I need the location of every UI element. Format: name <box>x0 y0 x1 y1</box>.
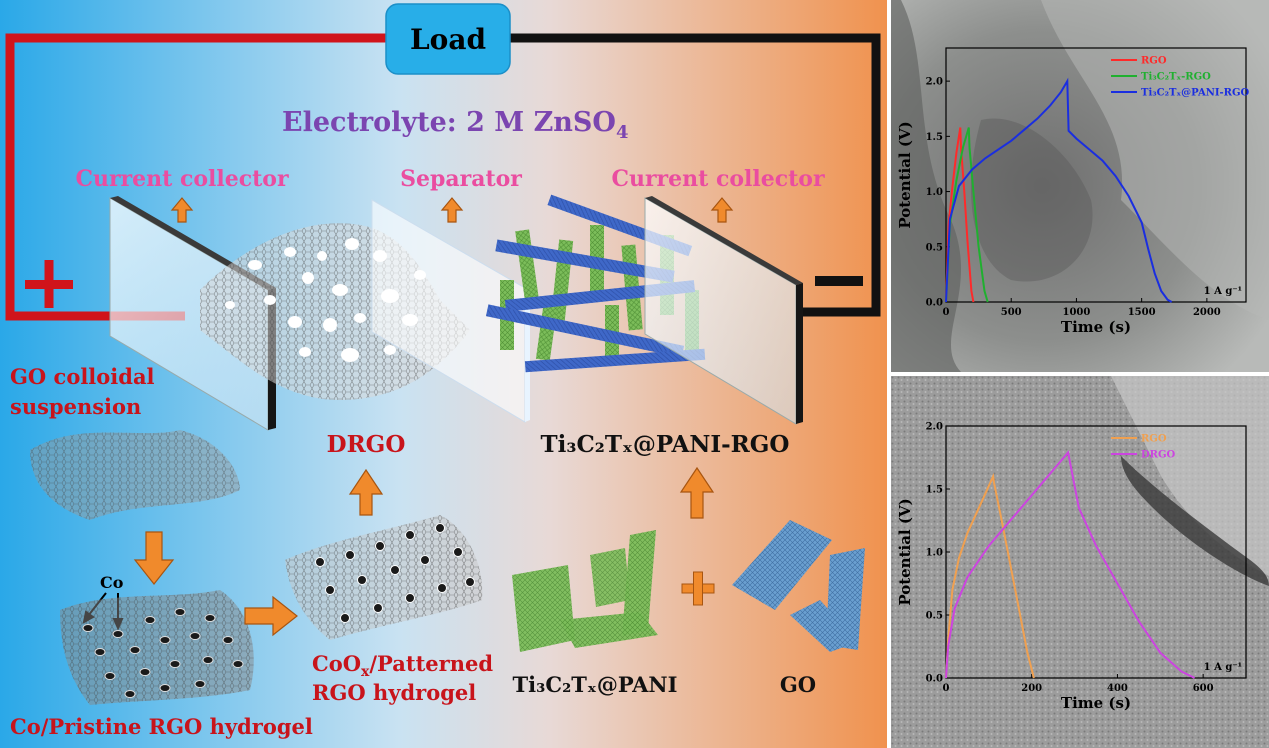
y-tick-label: 0.0 <box>926 298 943 309</box>
co-pristine-rgo-sheet <box>60 590 254 705</box>
composite-label: Ti₃C₂Tₓ@PANI-RGO <box>541 431 790 458</box>
y-axis-label: Potential (V) <box>896 121 914 228</box>
y-tick-label: 0.5 <box>926 611 943 622</box>
right-current-collector <box>644 196 803 425</box>
go-colloid-sheet <box>30 430 240 520</box>
y-tick-label: 2.0 <box>926 77 943 88</box>
legend-label: Ti₃C₂Tₓ-RGO <box>1141 72 1211 83</box>
current-density-annotation: 1 A g⁻¹ <box>1204 286 1242 297</box>
x-tick-label: 200 <box>1021 683 1042 694</box>
separator-label: Separator <box>400 166 522 192</box>
go-colloidal-label-line2: suspension <box>10 394 141 419</box>
arrow-up-icon <box>440 197 464 223</box>
x-tick-label: 600 <box>1193 683 1214 694</box>
plot-frame <box>945 47 1247 303</box>
battery-schematic: Load Electrolyte: 2 M ZnSO4 Current coll… <box>0 0 887 748</box>
x-axis-label: Time (s) <box>1061 318 1131 336</box>
y-tick-label: 1.5 <box>926 485 943 496</box>
legend-label: RGO <box>1141 56 1167 67</box>
x-tick-label: 0 <box>943 683 950 694</box>
x-tick-label: 500 <box>1001 307 1022 318</box>
y-tick-label: 2.0 <box>926 422 943 433</box>
tem-region <box>891 0 961 372</box>
series-line-3 <box>945 77 1173 303</box>
x-tick-label: 1000 <box>1063 307 1091 318</box>
y-tick-label: 0.5 <box>926 242 943 253</box>
series-line-2 <box>945 450 1196 679</box>
plus-icon <box>681 571 715 606</box>
x-tick-label: 2000 <box>1193 307 1221 318</box>
legend-label: DRGO <box>1141 450 1176 461</box>
y-tick-label: 1.0 <box>926 548 943 559</box>
tem-fiber <box>1121 456 1269 586</box>
coox-label-line1: CoOx/Patterned <box>312 651 493 680</box>
x-tick-label: 400 <box>1107 683 1128 694</box>
minus-sign-icon <box>815 276 863 286</box>
drgo-label: DRGO <box>327 431 406 458</box>
positive-wire <box>5 33 395 321</box>
series-line-1 <box>945 472 1035 679</box>
load-label: Load <box>410 23 486 56</box>
x-tick-label: 1500 <box>1128 307 1156 318</box>
coox-patterned-rgo-sheet <box>285 515 483 640</box>
y-axis-label: Potential (V) <box>896 498 914 605</box>
go-label: GO <box>780 672 816 697</box>
current-density-annotation: 1 A g⁻¹ <box>1204 662 1242 673</box>
legend-label: Ti₃C₂Tₓ@PANI-RGO <box>1141 88 1250 99</box>
x-tick-label: 0 <box>943 307 950 318</box>
coox-label-line2: RGO hydrogel <box>312 680 476 705</box>
go-sheets <box>732 520 865 652</box>
ti3c2tx-pani-sheets <box>512 530 658 652</box>
electrolyte-label: Electrolyte: 2 M ZnSO4 <box>282 107 629 143</box>
current-collector-left-label: Current collector <box>75 166 289 192</box>
go-colloidal-label-line1: GO colloidal <box>10 364 155 389</box>
series-line-1 <box>945 127 975 303</box>
arrow-down-icon <box>133 531 175 585</box>
negative-wire <box>505 33 881 317</box>
y-tick-label: 0.0 <box>926 674 943 685</box>
series-line-2 <box>945 127 989 303</box>
current-collector-right-label: Current collector <box>611 166 825 192</box>
arrow-up-icon <box>170 197 194 223</box>
x-axis-label: Time (s) <box>1061 694 1131 712</box>
co-pristine-label: Co/Pristine RGO hydrogel <box>10 714 313 739</box>
y-tick-label: 1.5 <box>926 132 943 143</box>
arrow-up-icon <box>348 468 384 516</box>
arrow-up-icon <box>710 197 734 223</box>
ti3c2tx-pani-label: Ti₃C₂Tₓ@PANI <box>513 672 678 697</box>
load-box: Load <box>385 3 511 75</box>
y-tick-label: 1.0 <box>926 187 943 198</box>
co-label: Co <box>100 573 124 592</box>
plus-sign-icon <box>25 260 73 308</box>
arrow-right-icon <box>244 595 298 637</box>
tem-region <box>971 118 1093 282</box>
arrow-up-icon <box>679 466 715 519</box>
tem-region <box>1041 0 1269 320</box>
legend-label: RGO <box>1141 434 1167 445</box>
